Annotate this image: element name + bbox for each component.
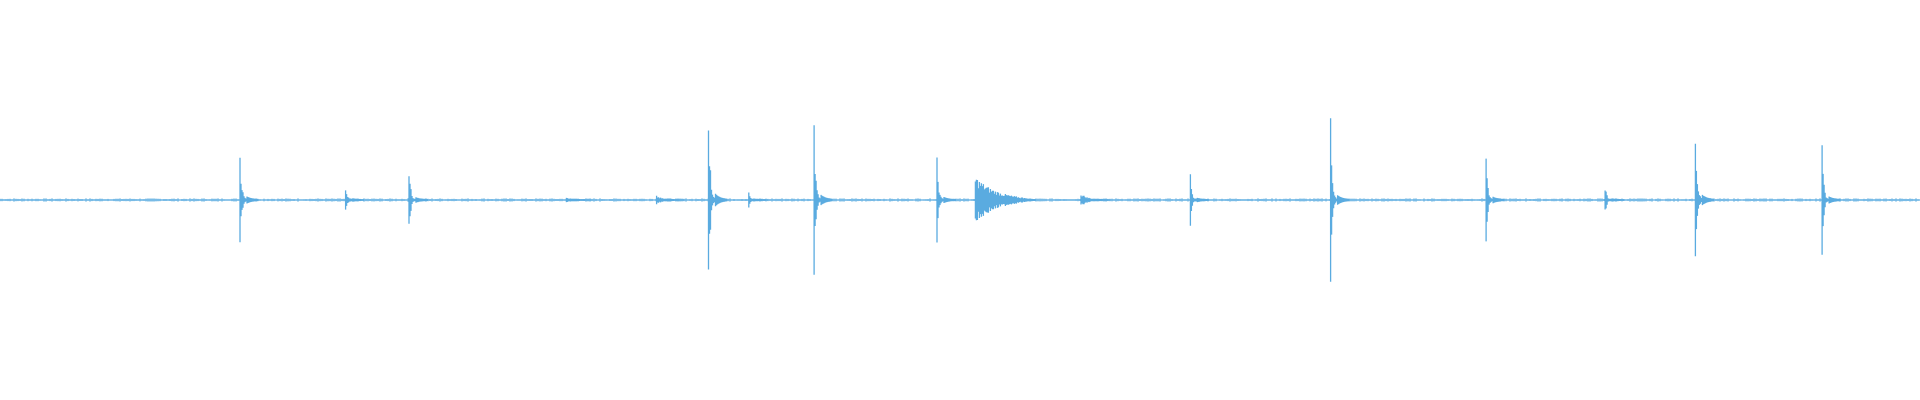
waveform-peak-15 (1694, 143, 1715, 257)
waveform-peak-12 (1329, 118, 1350, 282)
waveform-peaks (0, 118, 1919, 282)
waveform-peak-6 (748, 192, 768, 208)
waveform-peak-11 (1189, 174, 1210, 226)
waveform-peak-14 (1604, 190, 1624, 210)
waveform-peak-2 (408, 176, 428, 224)
waveform-peak-13 (1485, 158, 1505, 242)
waveform-peak-0 (239, 157, 259, 243)
waveform-peak-1 (344, 190, 365, 210)
waveform-peak-16 (1821, 145, 1841, 255)
waveform-peak-3 (565, 197, 592, 203)
waveform-peak-5 (707, 130, 728, 270)
waveform-peak-8 (936, 157, 956, 243)
waveform-peak-10 (1080, 195, 1111, 205)
waveform-peak-4 (655, 195, 685, 205)
waveform-peak-7 (813, 125, 833, 275)
waveform-peak-9 (974, 179, 1037, 221)
